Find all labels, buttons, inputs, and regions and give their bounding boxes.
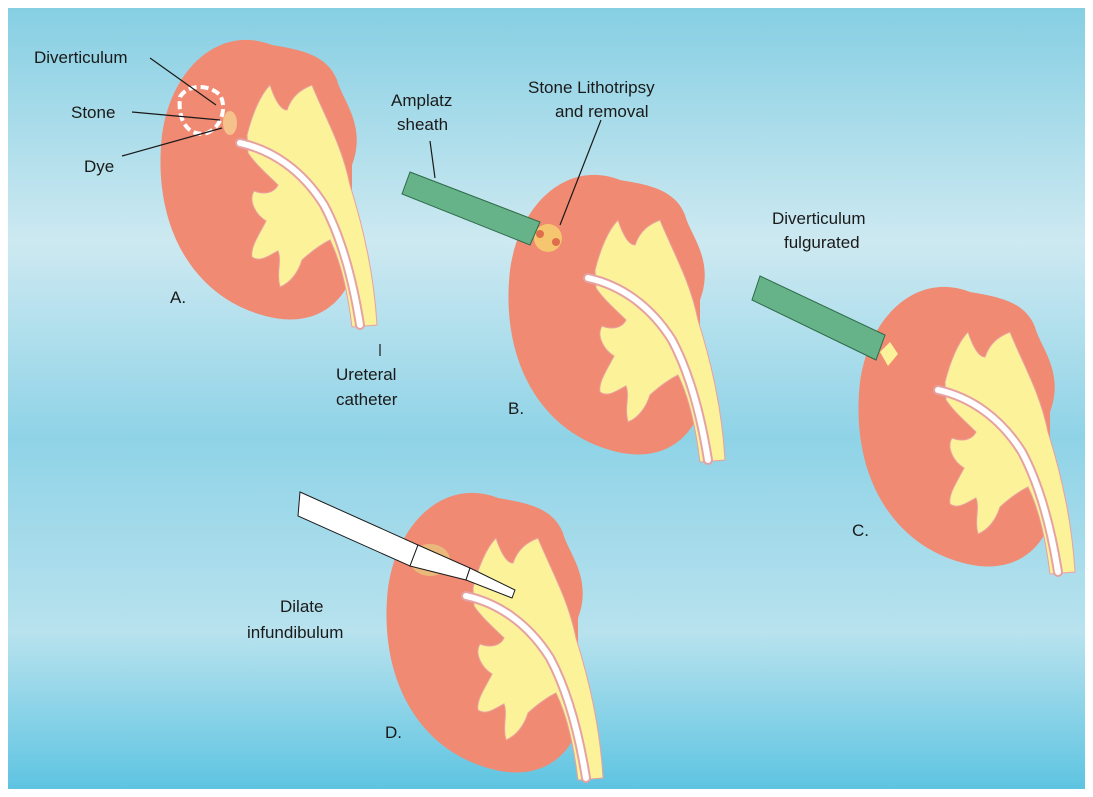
label-fulgurated-line2: fulgurated bbox=[784, 233, 860, 252]
label-panel-b: B. bbox=[508, 399, 524, 418]
label-lithotripsy-line1: Stone Lithotripsy bbox=[528, 78, 655, 97]
label-diverticulum: Diverticulum bbox=[34, 48, 128, 67]
label-amplatz-line1: Amplatz bbox=[391, 91, 452, 110]
label-panel-c: C. bbox=[852, 521, 869, 540]
label-stone: Stone bbox=[71, 103, 115, 122]
label-dilate-line1: Dilate bbox=[280, 597, 323, 616]
stone-a-icon bbox=[223, 111, 237, 135]
label-panel-a: A. bbox=[170, 288, 186, 307]
label-fulgurated-line1: Diverticulum bbox=[772, 209, 866, 228]
label-ureteral-line2: catheter bbox=[336, 390, 398, 409]
label-dye: Dye bbox=[84, 157, 114, 176]
label-amplatz-line2: sheath bbox=[397, 115, 448, 134]
label-panel-d: D. bbox=[385, 723, 402, 742]
label-dilate-line2: infundibulum bbox=[247, 623, 343, 642]
stone-b-icon bbox=[534, 224, 562, 252]
label-ureteral-line1: Ureteral bbox=[336, 365, 396, 384]
label-lithotripsy-line2: and removal bbox=[555, 102, 649, 121]
